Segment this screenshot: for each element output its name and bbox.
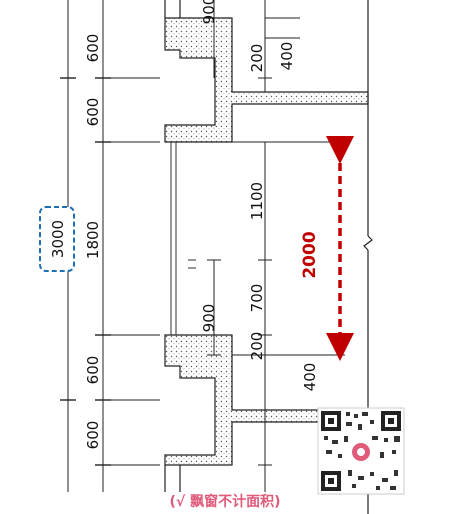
window-glazing xyxy=(170,142,196,335)
dim-sill-900: 900 xyxy=(200,304,218,333)
upper-slab-section xyxy=(164,0,369,143)
total-dimension-box xyxy=(39,206,75,272)
left-dimension-chain xyxy=(60,0,160,492)
dim-upper-200: 200 xyxy=(248,44,266,73)
qr-code-icon xyxy=(317,407,405,495)
dim-lower-400: 400 xyxy=(301,363,319,392)
dim-main-200: 200 xyxy=(248,332,266,361)
dim-upper-900: 900 xyxy=(200,0,218,24)
dim-main-700: 700 xyxy=(248,284,266,313)
dim-total-3000: 3000 xyxy=(49,220,67,258)
dim-left-1800: 1800 xyxy=(84,221,102,259)
dim-main-1100: 1100 xyxy=(248,182,266,220)
dim-left-600-b: 600 xyxy=(84,98,102,127)
lower-slab-section xyxy=(164,334,369,492)
dim-left-600-d: 600 xyxy=(84,421,102,450)
dim-left-600-c: 600 xyxy=(84,356,102,385)
dim-highlight-2000: 2000 xyxy=(300,231,320,278)
dim-upper-400: 400 xyxy=(278,42,296,71)
dim-left-600-a: 600 xyxy=(84,34,102,63)
inner-dimension-lines xyxy=(207,0,345,492)
caption-bay-window-note: (√ 飘窗不计面积) xyxy=(169,493,280,510)
